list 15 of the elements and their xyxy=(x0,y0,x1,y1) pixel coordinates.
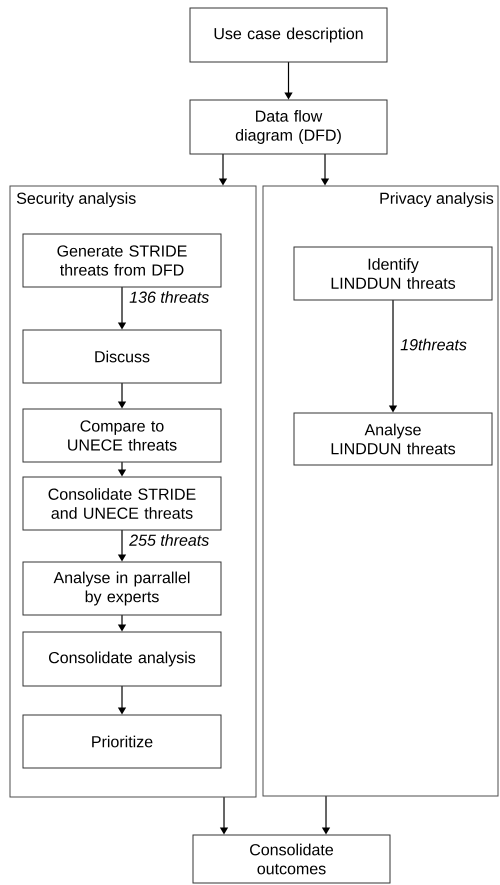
process-box: Generate STRIDE threats from DFD xyxy=(22,234,222,288)
process-box: Analyse LINDDUN threats xyxy=(294,412,492,466)
process-box: Use case description xyxy=(190,8,388,62)
process-box: Analyse in parrallel by experts xyxy=(22,562,222,616)
process-box: Discuss xyxy=(22,330,222,384)
process-box: Compare to UNECE threats xyxy=(22,408,222,462)
process-box: Data flow diagram (DFD) xyxy=(190,100,388,154)
process-box: Prioritize xyxy=(22,714,222,768)
edge-label: 136 threats xyxy=(130,291,209,303)
process-box: Identify LINDDUN threats xyxy=(294,246,492,300)
process-box: Consolidate STRIDE and UNECE threats xyxy=(22,476,222,530)
process-box: Consolidate analysis xyxy=(22,632,222,686)
process-box: Consolidate outcomes xyxy=(192,834,390,884)
edge-label: 255 threats xyxy=(129,534,209,546)
edge-label: 19threats xyxy=(400,338,467,350)
